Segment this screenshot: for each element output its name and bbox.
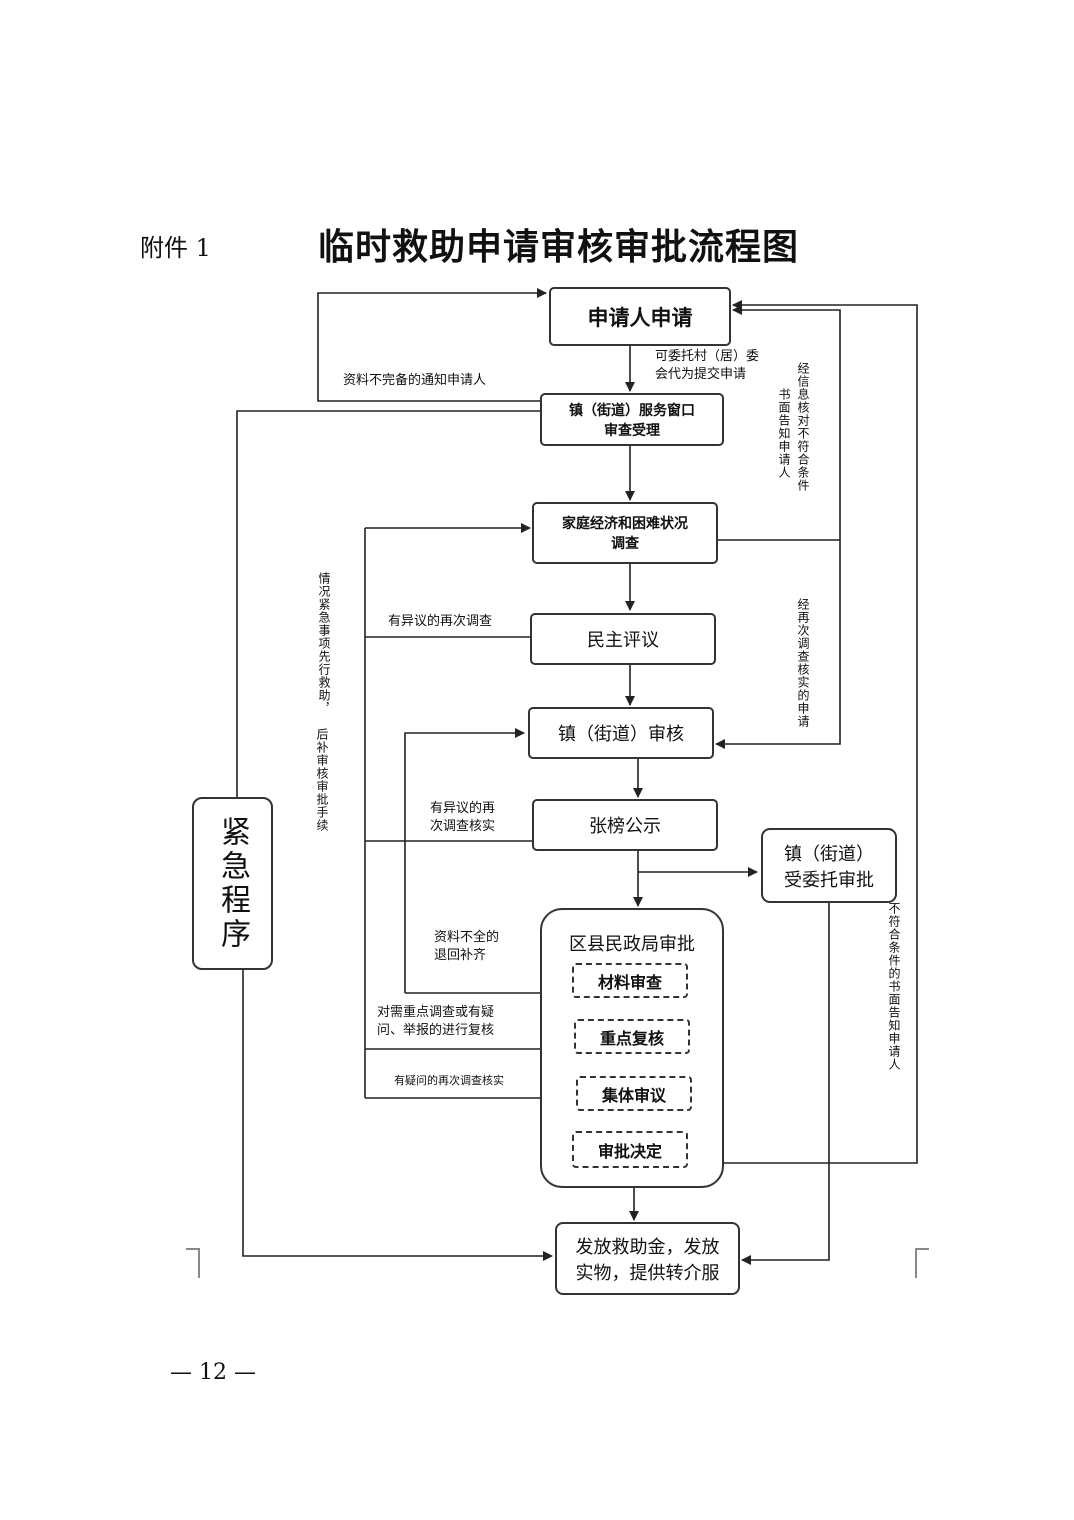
service-window-node: 镇（街道）服务窗口 审查受理	[540, 393, 724, 446]
collective-deliberation-step: 集体审议	[576, 1076, 692, 1111]
crop-mark-left	[186, 1248, 200, 1278]
key-recheck-label-edge: 对需重点调查或有疑 问、举报的进行复核	[377, 1005, 495, 1038]
entrusted-approval-node: 镇（街道） 受委托审批	[761, 828, 897, 903]
objection-recheck-label: 有异议的再 次调查核实	[430, 801, 496, 834]
democratic-review-label: 民主评议	[587, 630, 659, 651]
town-audit-node: 镇（街道）审核	[528, 707, 714, 759]
approval-decision-step: 审批决定	[572, 1131, 688, 1168]
town-audit-label: 镇（街道）审核	[558, 724, 684, 745]
issue-aid-line1: 发放救助金，发放	[575, 1236, 720, 1258]
district-bureau-label: 区县民政局审批	[569, 934, 695, 955]
emergency-note-label-a: 情况紧急事项先行救助，	[317, 572, 331, 715]
household-survey-line2: 调查	[611, 536, 639, 552]
written-notice-label-a: 书面告知申请人	[777, 388, 791, 479]
household-survey-node: 家庭经济和困难状况 调查	[532, 502, 718, 564]
objection-review-label: 有异议的再次调查	[388, 614, 493, 629]
entrusted-approval-line2: 受委托审批	[784, 869, 874, 891]
material-review-step: 材料审查	[572, 963, 688, 998]
emergency-procedure-node: 紧急程序	[192, 797, 273, 970]
collective-deliberation-label: 集体审议	[601, 1085, 666, 1105]
entrust-submit-label: 可委托村（居）委 会代为提交申请	[655, 349, 760, 382]
issue-aid-line2: 实物，提供转介服	[575, 1262, 720, 1284]
doubt-recheck-label: 有疑问的再次调查核实	[394, 1074, 504, 1087]
household-survey-line1: 家庭经济和困难状况	[562, 516, 688, 532]
incomplete-notify-label: 资料不完备的通知申请人	[343, 373, 487, 388]
material-review-label: 材料审查	[597, 972, 662, 992]
issue-aid-node: 发放救助金，发放 实物，提供转介服	[555, 1222, 740, 1295]
emergency-note-label-b: 后补审核审批手续	[315, 728, 329, 832]
publicity-label: 张榜公示	[589, 816, 661, 837]
not-qualified-label: 不符合条件的书面告知申请人	[887, 902, 901, 1071]
crop-mark-right	[915, 1248, 929, 1278]
entrusted-approval-line1: 镇（街道）	[784, 843, 874, 865]
approval-decision-label: 审批决定	[597, 1141, 662, 1161]
key-recheck-label: 重点复核	[599, 1028, 664, 1048]
page-number: — 12 —	[170, 1360, 256, 1385]
service-window-line1: 镇（街道）服务窗口	[569, 402, 695, 419]
service-window-line2: 审查受理	[604, 422, 660, 439]
attachment-label: 附件 1	[140, 234, 211, 262]
written-notice-label-b: 经信息核对不符合条件	[796, 362, 810, 492]
emergency-procedure-label: 紧急程序	[215, 815, 250, 952]
incomplete-return-label: 资料不全的 退回补齐	[434, 930, 500, 963]
apply-node: 申请人申请	[549, 287, 731, 346]
apply-node-label: 申请人申请	[587, 305, 693, 330]
democratic-review-node: 民主评议	[530, 613, 716, 665]
key-recheck-step: 重点复核	[574, 1019, 690, 1054]
page-title: 临时救助申请审核审批流程图	[318, 226, 800, 268]
publicity-node: 张榜公示	[532, 799, 718, 851]
recheck-apply-label: 经再次调查核实的申请	[796, 598, 810, 728]
